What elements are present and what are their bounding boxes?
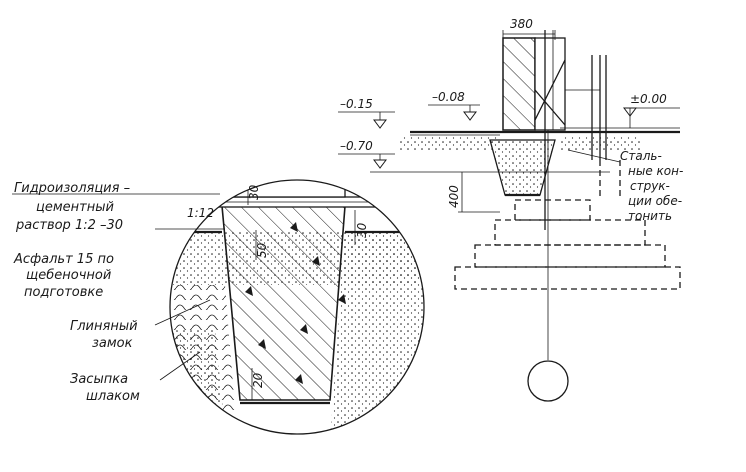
- svg-text:–0.15: –0.15: [340, 97, 373, 111]
- svg-text:тонить: тонить: [628, 209, 672, 223]
- dim-depth: 400: [447, 185, 461, 208]
- concrete-section: [221, 205, 346, 401]
- svg-text:Гидроизоляция –: Гидроизоляция –: [14, 181, 130, 196]
- dim-bottom-thickness: 20: [251, 372, 265, 388]
- section-view: 380 ±0.00 –0.15 –0.08: [338, 17, 681, 402]
- svg-text:–0.08: –0.08: [432, 90, 465, 104]
- axis-marker: [527, 360, 569, 402]
- level-a: –0.15: [338, 97, 395, 129]
- dim-top-thickness: 30: [247, 184, 261, 200]
- detail-circle: 30 1:12 50 30 20: [169, 179, 425, 435]
- svg-text:подготовке: подготовке: [24, 285, 103, 300]
- level-b: –0.08: [428, 90, 480, 121]
- svg-text:Асфальт 15 по: Асфальт 15 по: [13, 252, 114, 267]
- label-slag-fill: Засыпка шлаком: [70, 372, 140, 404]
- label-steel-structures: Сталь- ные кон- струк- ции обе- тонить: [620, 149, 683, 223]
- svg-text:ные кон-: ные кон-: [628, 164, 683, 178]
- dim-wall-width: 380: [510, 17, 533, 31]
- dim-side-thickness: 30: [355, 222, 369, 238]
- svg-text:щебеночной: щебеночной: [26, 268, 111, 283]
- svg-text:цементный: цементный: [36, 200, 114, 215]
- label-waterproofing: Гидроизоляция – цементный раствор 1:2 –3…: [14, 181, 130, 233]
- svg-text:Глиняный: Глиняный: [70, 319, 138, 334]
- svg-text:раствор 1:2 –30: раствор 1:2 –30: [15, 218, 123, 233]
- level-c: –0.70: [338, 139, 610, 173]
- svg-text:Сталь-: Сталь-: [620, 149, 662, 163]
- svg-text:замок: замок: [92, 336, 133, 351]
- svg-text:–0.70: –0.70: [340, 139, 373, 153]
- label-clay-lock: Глиняный замок: [70, 319, 138, 351]
- svg-text:±0.00: ±0.00: [630, 92, 667, 106]
- svg-text:Засыпка: Засыпка: [70, 372, 128, 387]
- dim-mid-thickness: 50: [255, 242, 269, 258]
- svg-text:ции обе-: ции обе-: [628, 194, 682, 208]
- svg-text:струк-: струк-: [630, 179, 670, 193]
- dim-slope: 1:12: [187, 206, 214, 220]
- label-asphalt: Асфальт 15 по щебеночной подготовке: [13, 252, 114, 300]
- level-zero: ±0.00: [623, 92, 680, 128]
- svg-text:шлаком: шлаком: [86, 389, 140, 404]
